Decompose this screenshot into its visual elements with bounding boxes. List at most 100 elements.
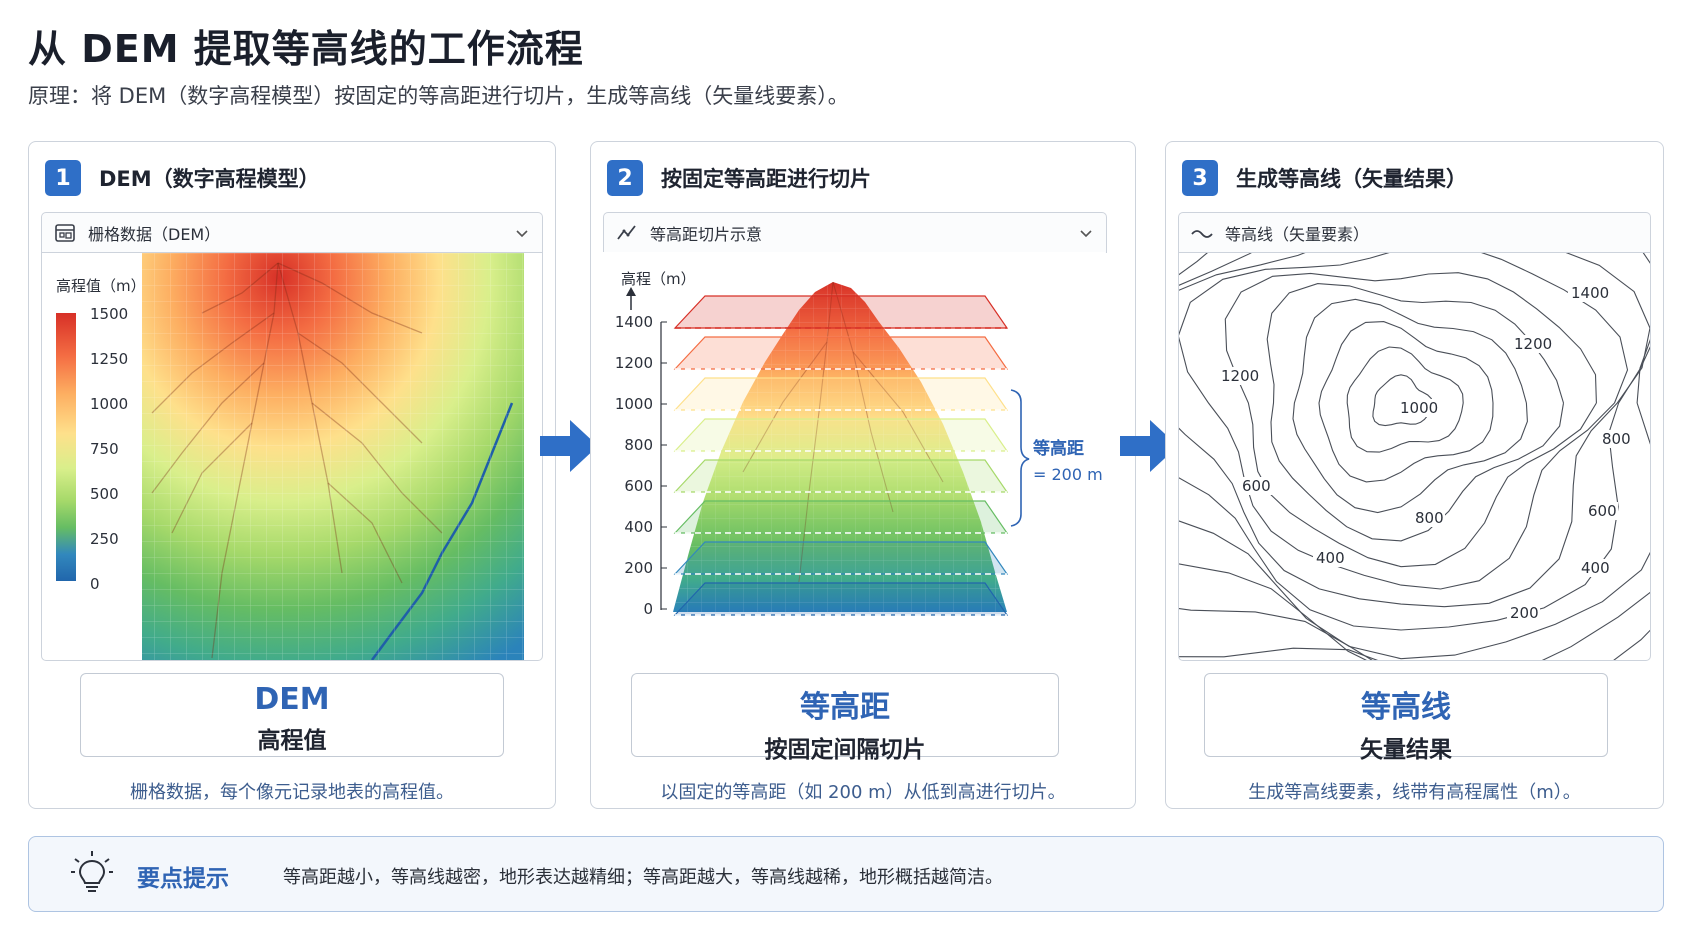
card-sub-text: 高程值 [257, 728, 327, 754]
contour-label-bg [1313, 549, 1346, 567]
chevron-down-icon [1080, 230, 1092, 238]
dropdown-label: 等高线（矢量要素） [1225, 225, 1370, 244]
contour-line [1372, 374, 1434, 427]
contour-lines [1179, 253, 1650, 660]
contour-label-bg [1568, 284, 1610, 302]
axis-tick-label: 0 [643, 600, 653, 618]
raster-cell-grid [142, 253, 524, 660]
card-main-text: DEM [254, 682, 330, 717]
slice-plane [673, 418, 1009, 452]
contour-label: 600 [1242, 477, 1271, 495]
axis-tick-label: 200 [624, 559, 653, 577]
mountain-mesh [673, 282, 1007, 612]
contour-dropdown[interactable]: 等高线（矢量要素） [1178, 212, 1651, 253]
right-arrow-icon [540, 420, 598, 472]
tip-title: 要点提示 [137, 866, 229, 892]
card-sub-text: 按固定间隔切片 [764, 737, 926, 763]
contour-line [1346, 346, 1464, 453]
legend-tick-label: 0 [90, 575, 100, 593]
interval-label-card: 等高距 按固定间隔切片 [631, 673, 1059, 763]
contour-label-bg [1599, 430, 1632, 448]
dem-dropdown[interactable]: 栅格数据（DEM） [41, 212, 543, 253]
axis-label: 高程（m） [621, 270, 696, 288]
mountain-ridges [742, 281, 944, 583]
contour-line [1179, 253, 1650, 608]
legend-tick-label: 1500 [90, 305, 128, 323]
chevron-down-icon [516, 230, 528, 238]
card-main-text: 等高线 [1361, 690, 1451, 725]
slice-planes [673, 295, 1009, 616]
raster-grid-icon [55, 224, 75, 242]
step-title: 生成等高线（矢量结果） [1236, 167, 1467, 191]
contour-label: 1200 [1221, 367, 1259, 385]
slice-plane [673, 541, 1009, 575]
contour-line [1179, 253, 1650, 660]
slice-plane [673, 377, 1009, 411]
step-title: 按固定等高距进行切片 [661, 167, 871, 191]
step-number: 1 [45, 160, 81, 196]
panel-dem: 1 DEM（数字高程模型） 栅格数据（DEM） [28, 141, 556, 809]
contour-line [1292, 298, 1528, 514]
contour-label-bg [1397, 399, 1439, 417]
step-number: 2 [607, 160, 643, 196]
legend-tick-label: 250 [90, 530, 119, 548]
contour-line [1179, 607, 1650, 660]
contour-line [1179, 253, 1650, 660]
contour-label-card: 等高线 矢量结果 [1204, 673, 1608, 763]
panel-dem-header: 1 DEM（数字高程模型） [45, 160, 320, 196]
legend-tick-label: 750 [90, 440, 119, 458]
contour-line [1266, 283, 1565, 542]
contour-label-bg [1585, 502, 1618, 520]
slice-plane [673, 459, 1009, 493]
dem-label-card: DEM 高程值 [80, 673, 504, 757]
panel-caption: 栅格数据，每个像元记录地表的高程值。 [130, 782, 454, 803]
interval-value: = 200 m [1033, 465, 1103, 484]
contour-line [1224, 272, 1597, 568]
contour-label-bg [1412, 509, 1445, 527]
contour-line [1179, 563, 1650, 660]
axis-tick-label: 1000 [615, 395, 653, 413]
panel-caption: 生成等高线要素，线带有高程属性（m）。 [1248, 782, 1581, 803]
slice-plane [673, 582, 1009, 616]
panel-caption: 以固定的等高距（如 200 m）从低到高进行切片。 [660, 782, 1066, 803]
contour-line [1179, 253, 1650, 660]
contour-label: 600 [1588, 502, 1617, 520]
panel-slicing: 2 按固定等高距进行切片 等高距切片示意 [590, 141, 1136, 809]
contour-line [1179, 253, 1650, 631]
contour-label: 1200 [1514, 335, 1552, 353]
contour-label: 400 [1316, 549, 1345, 567]
contour-line [1318, 321, 1494, 483]
contour-label-bg [1507, 604, 1540, 622]
dropdown-label: 栅格数据（DEM） [88, 225, 221, 244]
slice-plane [673, 500, 1009, 534]
legend-tick-label: 1000 [90, 395, 128, 413]
contour-label-bg [1578, 559, 1611, 577]
slice-plane [673, 295, 1009, 329]
contour-label: 800 [1415, 509, 1444, 527]
contour-label: 400 [1581, 559, 1610, 577]
slicing-dropdown[interactable]: 等高距切片示意 [603, 212, 1107, 253]
contour-label: 200 [1510, 604, 1539, 622]
legend-tick-label: 500 [90, 485, 119, 503]
contour-label: 800 [1602, 430, 1631, 448]
line-chart-icon [617, 225, 636, 240]
slice-plane [673, 336, 1009, 370]
dropdown-label: 等高距切片示意 [650, 225, 763, 244]
page-title: 从 DEM 提取等高线的工作流程 [28, 27, 584, 71]
card-main-text: 等高距 [800, 690, 890, 725]
contour-line [1179, 647, 1379, 660]
elevation-legend-bar [56, 313, 76, 581]
panel-contours-header: 3 生成等高线（矢量结果） [1182, 160, 1467, 196]
axis-tick-label: 600 [624, 477, 653, 495]
axis-tick-label: 1200 [615, 354, 653, 372]
right-arrow-icon [1120, 420, 1178, 472]
step-title: DEM（数字高程模型） [99, 167, 320, 191]
contour-line [1179, 253, 1629, 590]
axis-tick-label: 400 [624, 518, 653, 536]
contour-label-bg [1218, 367, 1260, 385]
contour-label-bg [1239, 477, 1272, 495]
